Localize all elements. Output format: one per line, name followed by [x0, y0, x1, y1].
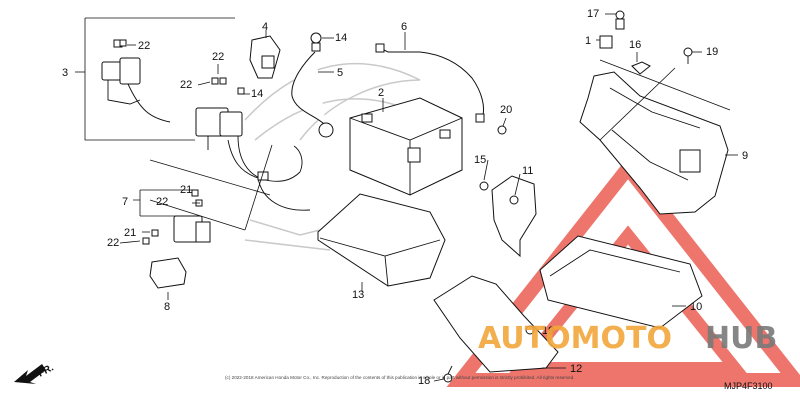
callout-20: 20: [500, 104, 512, 116]
part-13-battery-tray: [317, 193, 446, 287]
callout-8: 8: [164, 301, 170, 313]
part-11-bracket: [491, 175, 537, 258]
part-12-undertray: [433, 275, 559, 373]
front-direction-arrow: FR.: [14, 362, 56, 384]
part-18-bolt: [443, 365, 453, 383]
part-19-screw-bottom: [525, 325, 535, 335]
callout-22-e: 22: [107, 237, 119, 249]
callout-14-top: 14: [335, 32, 347, 44]
part-1-spacer: [599, 35, 613, 49]
callout-18: 18: [418, 375, 430, 387]
watermark-brand: AUTOMOTO HUB: [478, 321, 777, 356]
callout-labels: 1 2 3 4 5 6 7 8 9 10 11 12 13 14 14 15 1…: [62, 8, 748, 387]
callout-13: 13: [352, 289, 364, 301]
callout-19-bottom: 19: [542, 325, 554, 337]
wire-harness: [227, 139, 311, 211]
svg-text:FR.: FR.: [36, 362, 56, 379]
part-8-cap: [149, 257, 187, 289]
part-16-clip: [631, 61, 651, 75]
callout-12: 12: [570, 363, 582, 375]
part-20-bolt: [497, 125, 507, 135]
part-6-cable: [375, 43, 485, 123]
callout-21-b: 21: [124, 227, 136, 239]
callout-22-c: 22: [180, 79, 192, 91]
part-3-connector: [101, 39, 171, 123]
part-2-battery: [349, 97, 463, 196]
part-7-connector: [142, 189, 211, 245]
copyright-line: (c) 2022-2018 American Honda Motor Co., …: [225, 375, 575, 380]
relay-cluster: [119, 39, 266, 181]
background-wing-logo: [244, 62, 421, 251]
callout-6: 6: [401, 21, 407, 33]
part-17-bolt: [615, 10, 625, 30]
callout-1: 1: [585, 35, 591, 47]
callout-9: 9: [742, 150, 748, 162]
part-15-bolt: [479, 181, 489, 191]
callout-22-a: 22: [138, 40, 150, 52]
watermark-brand-part1: AUTOMOTO: [478, 321, 672, 356]
callout-4: 4: [262, 21, 268, 33]
callout-14-left: 14: [251, 88, 263, 100]
callout-3: 3: [62, 67, 68, 79]
part-14-bolt-top: [310, 32, 322, 52]
part-9-bracket: [579, 71, 729, 215]
group-3-bracket: [84, 17, 235, 141]
callout-2: 2: [378, 87, 384, 99]
callout-7: 7: [122, 196, 128, 208]
part-10-cover: [539, 235, 703, 329]
callout-11: 11: [522, 165, 533, 177]
callout-22-d: 22: [156, 196, 168, 208]
callout-22-b: 22: [212, 51, 224, 63]
callout-15: 15: [474, 154, 486, 166]
callout-17: 17: [587, 8, 599, 20]
leader-lines: [119, 44, 521, 382]
part-19-screw-top: [683, 47, 693, 64]
callout-16: 16: [629, 39, 641, 51]
callout-19-top: 19: [706, 46, 718, 58]
watermark-brand-part2: HUB: [705, 321, 777, 356]
diagram-code: MJP4F3100: [724, 381, 773, 391]
part-4-bracket: [249, 35, 281, 79]
callout-5: 5: [337, 67, 343, 79]
part-5-cable: [291, 51, 334, 138]
callout-10: 10: [690, 301, 702, 313]
